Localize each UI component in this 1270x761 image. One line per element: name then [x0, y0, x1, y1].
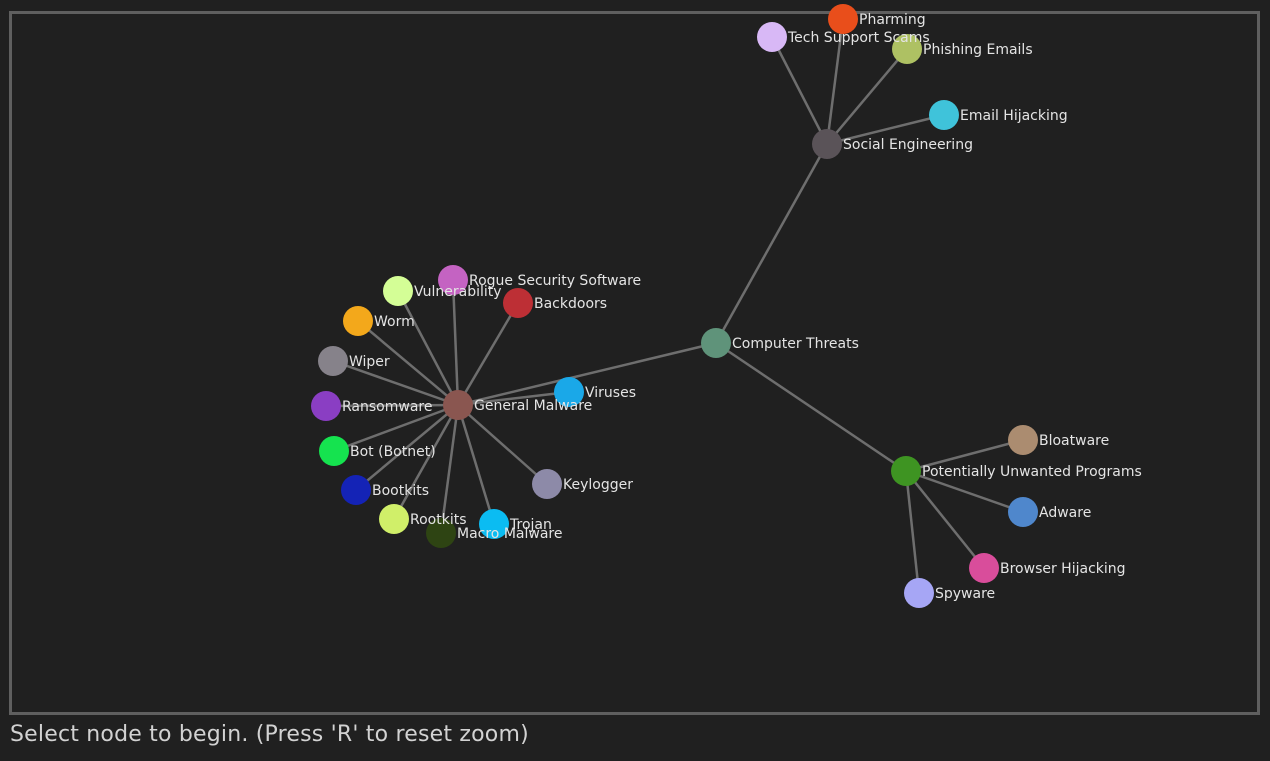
node-spyware[interactable] [904, 578, 934, 608]
node-pharming[interactable] [828, 4, 858, 34]
graph-canvas-frame[interactable] [9, 11, 1260, 715]
edge-general-malware-rootkits [392, 404, 460, 520]
edge-social-engineering-tech-support-scams [770, 36, 829, 145]
node-label-bloatware: Bloatware [1039, 433, 1109, 449]
edge-general-malware-worm [357, 320, 459, 406]
node-adware[interactable] [1008, 497, 1038, 527]
node-email-hijacking[interactable] [929, 100, 959, 130]
node-label-bot-botnet: Bot (Botnet) [350, 444, 436, 460]
node-wiper[interactable] [318, 346, 348, 376]
node-macro-malware[interactable] [426, 518, 456, 548]
edge-pup-browser-hijacking [905, 470, 985, 569]
node-label-trojan: Trojan [509, 517, 552, 533]
node-label-keylogger: Keylogger [563, 477, 633, 493]
edge-general-malware-wiper [332, 359, 459, 407]
node-vulnerability[interactable] [383, 276, 413, 306]
node-rootkits[interactable] [379, 504, 409, 534]
node-pup[interactable] [891, 456, 921, 486]
node-label-pharming: Pharming [859, 12, 926, 28]
node-phishing-emails[interactable] [892, 34, 922, 64]
edge-general-malware-macro-malware [439, 404, 460, 534]
edge-pup-spyware [904, 470, 921, 594]
status-message: Select node to begin. (Press 'R' to rese… [10, 722, 529, 747]
node-bootkits[interactable] [341, 475, 371, 505]
edge-computer-threats-social-engineering [714, 143, 829, 344]
node-label-phishing-emails: Phishing Emails [923, 42, 1033, 58]
node-backdoors[interactable] [503, 288, 533, 318]
edge-computer-threats-pup [715, 341, 907, 473]
node-rogue-security-software[interactable] [438, 265, 468, 295]
nodes-layer [311, 4, 1038, 608]
edge-general-malware-trojan [456, 404, 496, 525]
edges-layer [325, 18, 1024, 594]
node-label-rogue-security-software: Rogue Security Software [469, 273, 641, 289]
edge-general-malware-viruses [457, 390, 570, 407]
node-viruses[interactable] [554, 377, 584, 407]
edge-pup-adware [905, 469, 1024, 514]
edge-general-malware-backdoors [456, 302, 520, 406]
edge-general-malware-bot-botnet [333, 403, 459, 453]
node-label-email-hijacking: Email Hijacking [960, 108, 1068, 124]
edge-general-malware-rogue-security-software [451, 279, 460, 406]
node-browser-hijacking[interactable] [969, 553, 999, 583]
node-bot-botnet[interactable] [319, 436, 349, 466]
edge-social-engineering-phishing-emails [826, 48, 908, 145]
node-label-pup: Potentially Unwanted Programs [922, 464, 1142, 480]
node-label-macro-malware: Macro Malware [457, 526, 562, 542]
node-computer-threats[interactable] [701, 328, 731, 358]
node-label-bootkits: Bootkits [372, 483, 429, 499]
node-keylogger[interactable] [532, 469, 562, 499]
edge-pup-bloatware [905, 438, 1024, 473]
node-label-social-engineering: Social Engineering [843, 137, 973, 153]
node-trojan[interactable] [479, 509, 509, 539]
node-label-spyware: Spyware [935, 586, 995, 602]
node-social-engineering[interactable] [812, 129, 842, 159]
node-ransomware[interactable] [311, 391, 341, 421]
node-label-browser-hijacking: Browser Hijacking [1000, 561, 1126, 577]
node-label-viruses: Viruses [585, 385, 636, 401]
edge-general-malware-ransomware [325, 403, 459, 408]
node-bloatware[interactable] [1008, 425, 1038, 455]
node-label-backdoors: Backdoors [534, 296, 607, 312]
node-worm[interactable] [343, 306, 373, 336]
node-tech-support-scams[interactable] [757, 22, 787, 52]
edge-social-engineering-pharming [825, 18, 845, 145]
edge-social-engineering-email-hijacking [826, 113, 945, 146]
node-label-computer-threats: Computer Threats [732, 336, 859, 352]
edge-general-malware-vulnerability [396, 290, 460, 406]
node-label-worm: Worm [374, 314, 415, 330]
node-general-malware[interactable] [443, 390, 473, 420]
edge-computer-threats-general-malware [457, 341, 717, 407]
node-label-adware: Adware [1039, 505, 1091, 521]
edge-general-malware-bootkits [355, 404, 459, 491]
edge-general-malware-keylogger [457, 404, 548, 485]
